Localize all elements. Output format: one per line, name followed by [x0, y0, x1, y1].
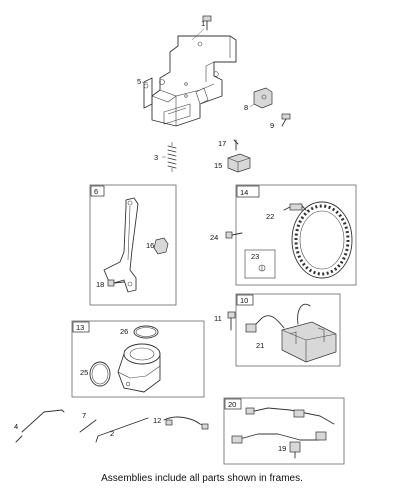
block-part-15 — [227, 153, 251, 173]
harness-part-20 — [231, 407, 335, 444]
label-18: 18 — [96, 280, 104, 289]
frame-10 — [235, 293, 341, 367]
diagram-caption: Assemblies include all parts shown in fr… — [101, 473, 303, 484]
label-1: 1 — [201, 19, 205, 28]
label-20: 20 — [228, 400, 236, 409]
label-25: 25 — [80, 368, 88, 377]
frame-13 — [71, 320, 205, 398]
label-4: 4 — [14, 422, 18, 431]
housing-part-13 — [117, 343, 161, 393]
label-9: 9 — [270, 121, 274, 130]
frame-6 — [89, 184, 177, 306]
frame-10-tag — [236, 294, 254, 306]
label-5: 5 — [137, 77, 141, 86]
screw-part-18 — [107, 279, 125, 287]
label-24: 24 — [210, 233, 218, 242]
frame-13-tag — [72, 321, 90, 333]
clip-part-17 — [233, 139, 239, 151]
screw-part-11 — [227, 311, 236, 331]
label-8: 8 — [244, 103, 248, 112]
ignition-coil-part-21 — [245, 303, 337, 363]
lever-part-6 — [103, 197, 139, 293]
label-6: 6 — [94, 187, 98, 196]
label-16: 16 — [146, 241, 154, 250]
fuse-part-19 — [289, 441, 301, 459]
rod-part-4 — [15, 409, 65, 443]
frame-6-tag — [90, 185, 105, 197]
label-12: 12 — [153, 416, 161, 425]
label-19: 19 — [278, 444, 286, 453]
label-10: 10 — [240, 296, 248, 305]
label-13: 13 — [76, 323, 84, 332]
screw-part-24 — [225, 231, 243, 239]
label-14: 14 — [240, 188, 248, 197]
screw-part-1 — [202, 15, 212, 31]
bracket-assembly — [143, 15, 237, 127]
label-21: 21 — [256, 341, 264, 350]
stator-part-22 — [283, 201, 353, 279]
oring-part-25 — [89, 361, 111, 387]
frame-20-tag — [224, 398, 242, 410]
label-17: 17 — [218, 139, 226, 148]
label-23: 23 — [251, 252, 259, 261]
frame-14 — [235, 184, 357, 286]
label-3: 3 — [154, 153, 158, 162]
label-2: 2 — [110, 429, 114, 438]
rod-part-7 — [79, 419, 97, 433]
label-26: 26 — [120, 327, 128, 336]
screw-part-9 — [281, 113, 291, 127]
spring-part-3 — [167, 142, 177, 172]
clip-part-8 — [253, 87, 273, 109]
oring-part-26 — [133, 325, 159, 339]
label-15: 15 — [214, 161, 222, 170]
rod-part-2 — [95, 417, 149, 443]
label-7: 7 — [82, 411, 86, 420]
frame-20 — [223, 397, 345, 465]
label-22: 22 — [266, 212, 274, 221]
wire-part-12 — [163, 416, 209, 430]
callout-labels: 1 5 3 8 9 17 15 6 16 18 14 22 24 23 10 1… — [14, 19, 286, 453]
screw-part-23 — [258, 264, 266, 272]
label-11: 11 — [214, 314, 222, 323]
frame-14-tag — [236, 185, 260, 198]
nut-part-16 — [153, 237, 169, 255]
frame-23 — [244, 249, 276, 279]
